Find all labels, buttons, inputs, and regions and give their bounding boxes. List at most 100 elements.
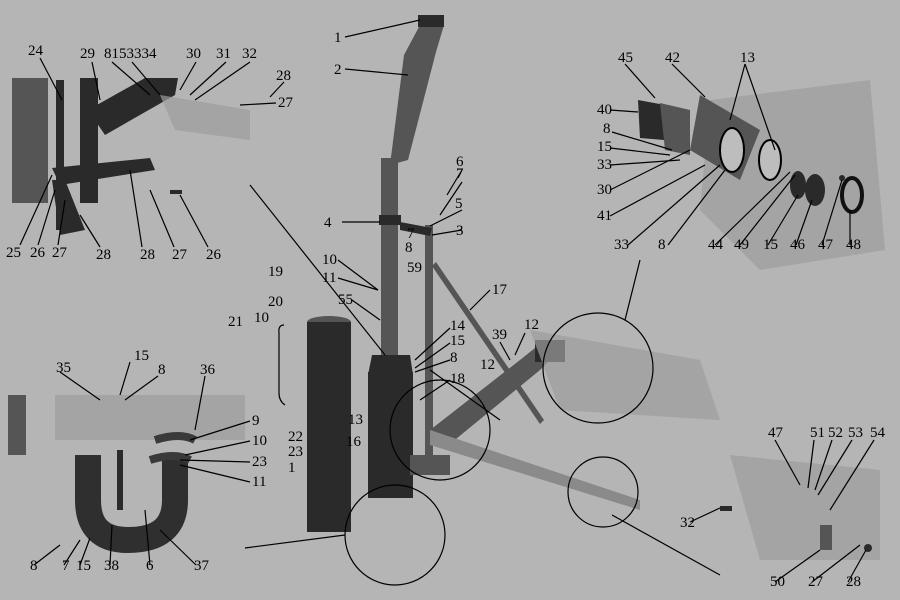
leader-line: [239, 102, 277, 106]
leader-line: [179, 464, 251, 483]
part-label: 39: [492, 327, 507, 343]
part-label: 11: [252, 474, 266, 490]
leader-line: [774, 439, 801, 486]
part-label: 11: [322, 270, 336, 286]
leader-line: [109, 524, 113, 566]
leader-line: [821, 179, 843, 246]
leader-line: [184, 440, 251, 456]
part-label: 5: [455, 196, 463, 212]
leader-line: [624, 259, 641, 321]
part-label: 28: [846, 574, 861, 590]
inset-u-pipe: [8, 395, 245, 554]
part-label: 59: [407, 260, 422, 276]
leader-line: [419, 379, 451, 401]
part-label: 17: [492, 282, 508, 298]
part-label: 12: [524, 317, 539, 333]
leader-line: [37, 189, 56, 246]
part-label: 46: [790, 237, 806, 253]
leader-line: [611, 514, 721, 576]
part-label: 24: [28, 43, 44, 59]
part-label: 33: [597, 157, 612, 173]
leader-line: [414, 359, 451, 373]
part-label: 33: [614, 237, 629, 253]
part-label: 21: [228, 314, 243, 330]
leader-line: [39, 57, 63, 101]
leader-line: [119, 361, 131, 396]
part-label: 29: [80, 46, 95, 62]
leader-line: [269, 81, 285, 98]
leader-line: [667, 169, 726, 246]
leader-line: [79, 537, 91, 566]
leader-line: [179, 61, 197, 91]
leader-line: [469, 289, 491, 311]
part-label: 30: [597, 182, 612, 198]
leader-line: [767, 194, 799, 246]
leader-line: [159, 529, 197, 566]
leader-line: [446, 169, 463, 196]
heat-shield-cylinder: [278, 316, 351, 532]
leader-line: [111, 61, 151, 96]
part-label: 26: [206, 247, 222, 263]
callout-circles: [344, 312, 654, 586]
part-label: 10: [254, 310, 269, 326]
part-label: 15: [134, 348, 149, 364]
leader-line: [194, 375, 206, 431]
leader-line: [627, 164, 721, 246]
leader-line: [149, 189, 175, 248]
part-label: 37: [194, 558, 210, 574]
leader-line: [244, 534, 346, 549]
part-label: 51: [810, 425, 825, 441]
leader-line: [744, 63, 776, 151]
leader-line: [414, 342, 451, 369]
part-label: 47: [818, 237, 834, 253]
leader-line: [829, 439, 875, 511]
part-label: 28: [96, 247, 111, 263]
leader-line: [79, 214, 101, 248]
part-label: 15: [597, 139, 612, 155]
part-label: 2: [334, 62, 342, 78]
part-label: 28: [140, 247, 155, 263]
part-label: 41: [597, 208, 612, 224]
part-label: 45: [618, 50, 633, 66]
part-label: 7: [62, 558, 70, 574]
leader-line: [739, 174, 796, 246]
leader-line: [249, 184, 386, 356]
part-label: 32: [242, 46, 257, 62]
part-label: 38: [104, 558, 119, 574]
part-label: 1: [334, 30, 342, 46]
inset-mounting-bracket: [12, 78, 250, 235]
leader-line: [499, 341, 511, 361]
part-label: 8153334: [104, 46, 157, 62]
leader-line: [129, 169, 143, 248]
part-label: 8: [158, 362, 166, 378]
leader-line: [609, 149, 691, 191]
part-label: 3: [456, 223, 464, 239]
part-label: 13: [348, 412, 363, 428]
part-label: 8: [405, 240, 413, 256]
leader-line: [429, 209, 463, 227]
part-label: 27: [808, 574, 824, 590]
leader-line: [671, 63, 706, 98]
part-label: 48: [846, 237, 861, 253]
part-label: 32: [680, 515, 695, 531]
leader-line: [179, 459, 251, 463]
leader-line: [144, 509, 151, 566]
leader-line: [609, 109, 639, 113]
part-label: 27: [172, 247, 188, 263]
part-label: 7: [407, 226, 415, 242]
part-label: 47: [768, 425, 784, 441]
part-label: 49: [734, 237, 749, 253]
leader-line: [337, 259, 379, 291]
leader-line: [729, 63, 746, 121]
leader-line: [774, 549, 821, 583]
part-label: 27: [52, 245, 68, 261]
part-label: 14: [450, 318, 466, 334]
part-label: 9: [252, 413, 260, 429]
part-label: 54: [870, 425, 886, 441]
leader-line: [124, 375, 159, 401]
leader-line: [131, 61, 161, 96]
part-label: 12: [480, 357, 495, 373]
part-label: 8: [658, 237, 666, 253]
leader-line: [189, 61, 227, 96]
leader-line: [19, 174, 53, 246]
